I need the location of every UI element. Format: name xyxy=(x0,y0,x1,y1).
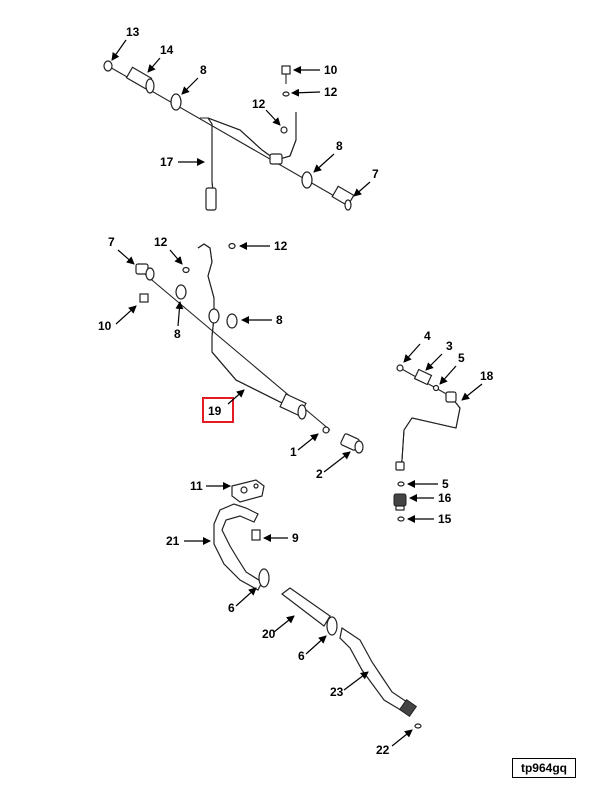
callout-label: 12 xyxy=(154,235,168,249)
hose-20 xyxy=(281,587,331,627)
o-ring-22 xyxy=(414,723,422,729)
callout-label: 20 xyxy=(262,627,276,641)
o-ring-12b xyxy=(280,126,288,134)
bolt-9 xyxy=(251,529,261,541)
callout-label: 7 xyxy=(372,167,379,181)
callout-label: 12 xyxy=(252,97,266,111)
callout-label: 8 xyxy=(336,139,343,153)
callout-label: 23 xyxy=(330,685,344,699)
clamp-6b xyxy=(326,616,338,636)
callout-label: 10 xyxy=(324,63,338,77)
seal-ring-8a xyxy=(170,93,182,111)
callout-label: 17 xyxy=(160,155,174,169)
o-ring-4 xyxy=(396,364,404,372)
o-ring-12d xyxy=(228,242,236,250)
tube-23 xyxy=(339,627,411,713)
bolt-10b xyxy=(139,293,149,303)
callout-label: 8 xyxy=(276,313,283,327)
callout-label: 15 xyxy=(438,512,452,526)
clamp-6a xyxy=(258,568,270,588)
callout-label: 18 xyxy=(480,369,494,383)
callout-label: 9 xyxy=(292,531,299,545)
callout-label: 4 xyxy=(424,329,431,343)
callout-label: 21 xyxy=(166,534,180,548)
callout-label: 10 xyxy=(98,319,112,333)
callout-label: 16 xyxy=(438,491,452,505)
seal-ring-8b xyxy=(301,171,313,189)
tube-19-nut xyxy=(279,393,307,420)
gasket-11 xyxy=(231,479,265,503)
callout-label: 6 xyxy=(298,649,305,663)
o-ring-12c xyxy=(182,266,190,274)
o-ring-12a xyxy=(282,91,290,97)
callout-label: 19 xyxy=(208,404,222,418)
right-tube-assembly xyxy=(393,364,461,522)
callout-label: 5 xyxy=(442,477,449,491)
callout-label: 13 xyxy=(126,25,140,39)
o-ring-1 xyxy=(322,426,330,434)
callout-label: 6 xyxy=(228,601,235,615)
o-ring-15 xyxy=(397,516,405,522)
callout-label: 1 xyxy=(290,445,297,459)
o-ring-5a xyxy=(432,384,440,392)
tube-17-end xyxy=(205,187,217,211)
seal-ring-8d xyxy=(226,313,238,329)
fitting-2 xyxy=(340,433,364,454)
callout-label: 8 xyxy=(174,327,181,341)
callout-label: 12 xyxy=(324,85,338,99)
middle-tube-assembly xyxy=(135,242,364,454)
callout-label: 11 xyxy=(190,479,203,493)
fitting-7b xyxy=(135,263,155,281)
callout-19-highlight xyxy=(202,397,234,423)
figure-id-label: tp964gq xyxy=(512,758,576,778)
fitting-7a xyxy=(331,185,355,211)
o-ring-5b xyxy=(397,481,405,487)
callouts: 13 14 8 10 12 12 17 8 7 7 12 12 xyxy=(98,25,494,757)
upper-tube-assembly xyxy=(103,60,355,211)
callout-label: 14 xyxy=(160,43,174,57)
lower-tube-assembly xyxy=(213,479,422,729)
callout-label: 8 xyxy=(200,63,207,77)
fitting-16 xyxy=(393,493,407,511)
callout-label: 22 xyxy=(376,743,390,757)
callout-label: 5 xyxy=(458,351,465,365)
callout-label: 12 xyxy=(274,239,288,253)
callout-label: 3 xyxy=(446,339,453,353)
fitting-3 xyxy=(413,368,433,386)
callout-label: 7 xyxy=(108,235,115,249)
seal-ring-8c xyxy=(175,284,187,300)
elbow-tube-21 xyxy=(213,503,263,591)
fitting-14 xyxy=(125,66,155,94)
o-ring-13 xyxy=(103,60,113,72)
bolt-10a xyxy=(281,65,291,84)
callout-label: 2 xyxy=(316,467,323,481)
